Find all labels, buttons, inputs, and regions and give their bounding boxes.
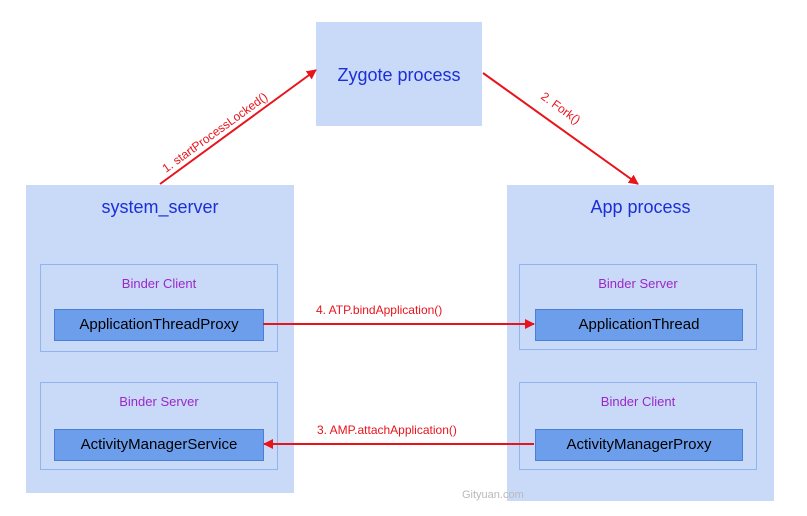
- bind-application-label: 4. ATP.bindApplication(): [316, 303, 442, 317]
- application-thread: ApplicationThread: [535, 309, 743, 341]
- watermark: Gityuan.com: [462, 489, 524, 501]
- start-process-arrow: [159, 69, 317, 185]
- fork-arrow: [482, 72, 639, 185]
- activity-manager-service: ActivityManagerService: [54, 429, 264, 461]
- app-process-box: App process Binder Server ApplicationThr…: [507, 185, 774, 501]
- binder-server-label: Binder Server: [598, 276, 678, 291]
- app-process-binder-client: Binder Client ActivityManagerProxy: [519, 382, 757, 470]
- start-process-label: 1. startProcessLocked(): [160, 90, 271, 176]
- system-server-title: system_server: [101, 197, 219, 217]
- binder-server-label: Binder Server: [119, 394, 199, 409]
- binder-client-label: Binder Client: [121, 276, 197, 291]
- application-thread-proxy: ApplicationThreadProxy: [54, 309, 264, 341]
- app-process-binder-server: Binder Server ApplicationThread: [519, 264, 757, 350]
- attach-application-label: 3. AMP.attachApplication(): [317, 423, 457, 437]
- activity-manager-proxy: ActivityManagerProxy: [535, 429, 743, 461]
- system-server-binder-client: Binder Client ApplicationThreadProxy: [40, 264, 278, 352]
- binder-client-label: Binder Client: [600, 394, 676, 409]
- system-server-box: system_server Binder Client ApplicationT…: [26, 185, 294, 493]
- zygote-process-title: Zygote process: [337, 65, 461, 85]
- system-server-binder-server: Binder Server ActivityManagerService: [40, 382, 278, 470]
- app-process-title: App process: [590, 197, 691, 217]
- zygote-process-box: Zygote process: [316, 22, 482, 126]
- fork-label: 2. Fork(): [538, 89, 583, 127]
